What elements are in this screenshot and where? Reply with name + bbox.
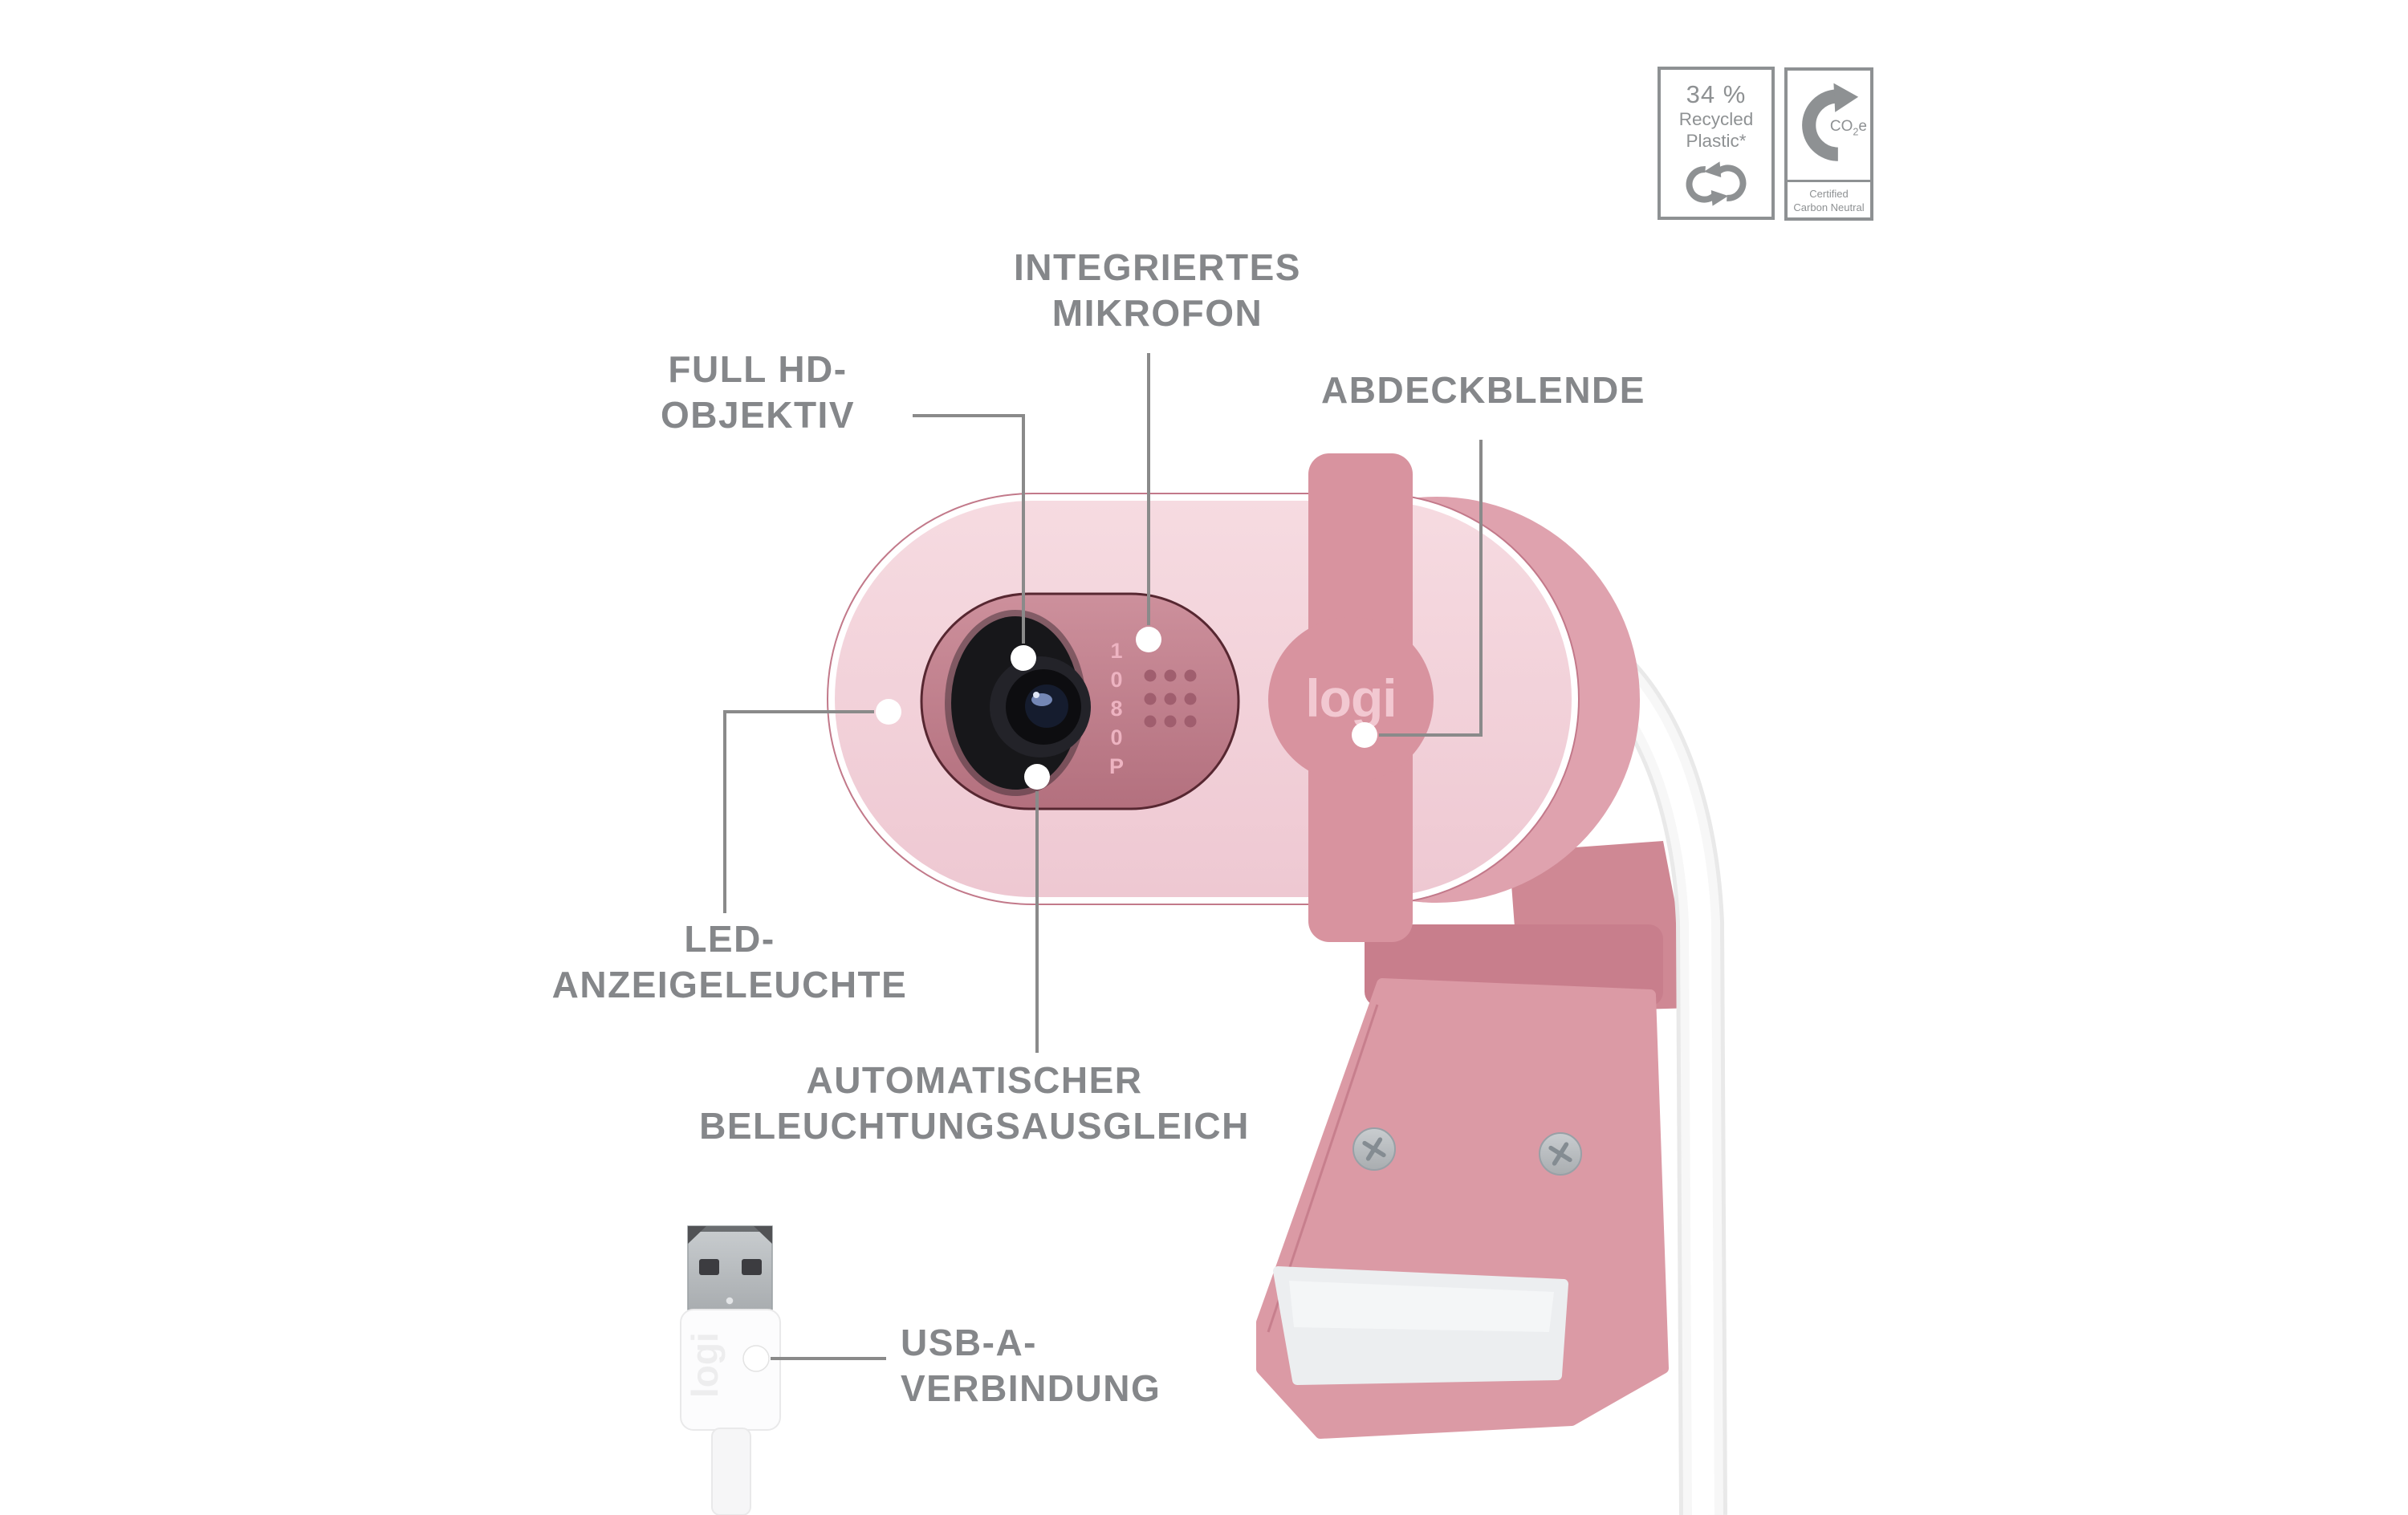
label-usb-a-connection: USB-A- VERBINDUNG — [901, 1322, 1161, 1409]
recycled-percent: 34 % — [1686, 80, 1747, 108]
camera-lens — [945, 610, 1091, 796]
leader-led — [723, 710, 874, 913]
privacy-shutter: logi — [1268, 453, 1434, 942]
recycle-arrows-icon — [1686, 161, 1747, 206]
dot-led — [876, 699, 901, 725]
clip-screw — [1539, 1132, 1582, 1176]
dot-microphone — [1136, 627, 1161, 652]
leader-lens — [913, 414, 1025, 644]
label-integrated-microphone: INTEGRIERTES MIKROFON — [1014, 246, 1301, 334]
usb-connector: logi — [680, 1225, 781, 1515]
dot-usb — [742, 1345, 770, 1372]
label-privacy-shutter: ABDECKBLENDE — [1321, 369, 1645, 411]
lens-1080p-marking: 1080P — [1104, 639, 1129, 783]
label-full-hd-lens: FULL HD- OBJEKTIV — [660, 348, 856, 436]
carbon-neutral-badge: CO2e Certified Carbon Neutral — [1784, 67, 1873, 221]
cert-line2: Carbon Neutral — [1793, 201, 1865, 213]
co2e-carbon-icon: CO2e — [1788, 71, 1870, 180]
dot-lens — [1011, 645, 1036, 671]
dot-shutter — [1352, 722, 1377, 748]
recycled-plastic-badge: 34 % Recycled Plastic* — [1658, 67, 1775, 220]
clip-screw — [1352, 1127, 1396, 1171]
recycled-material-line1: Recycled — [1678, 109, 1754, 129]
label-auto-light-balance: AUTOMATISCHER BELEUCHTUNGSAUSGLEICH — [699, 1059, 1250, 1147]
mount-neck — [1365, 841, 1695, 1013]
carbon-certification: Certified Carbon Neutral — [1788, 180, 1870, 214]
co2e-text: CO2e — [1829, 118, 1866, 137]
label-led-indicator: LED- ANZEIGELEUCHTE — [551, 918, 908, 1005]
leader-shutter — [1379, 440, 1483, 737]
cert-line1: Certified — [1809, 188, 1849, 200]
leader-lines — [723, 353, 1483, 1360]
mount-clip — [1256, 978, 1669, 1439]
dot-light-balance — [1024, 764, 1050, 790]
logi-logo: logi — [1305, 668, 1396, 728]
microphone-holes — [1144, 669, 1197, 728]
callout-dots — [742, 627, 1377, 1372]
usb-cable-tail — [711, 1428, 751, 1515]
recycled-material-line2: Plastic* — [1686, 131, 1747, 151]
usb-logi-watermark: logi — [684, 1332, 726, 1398]
